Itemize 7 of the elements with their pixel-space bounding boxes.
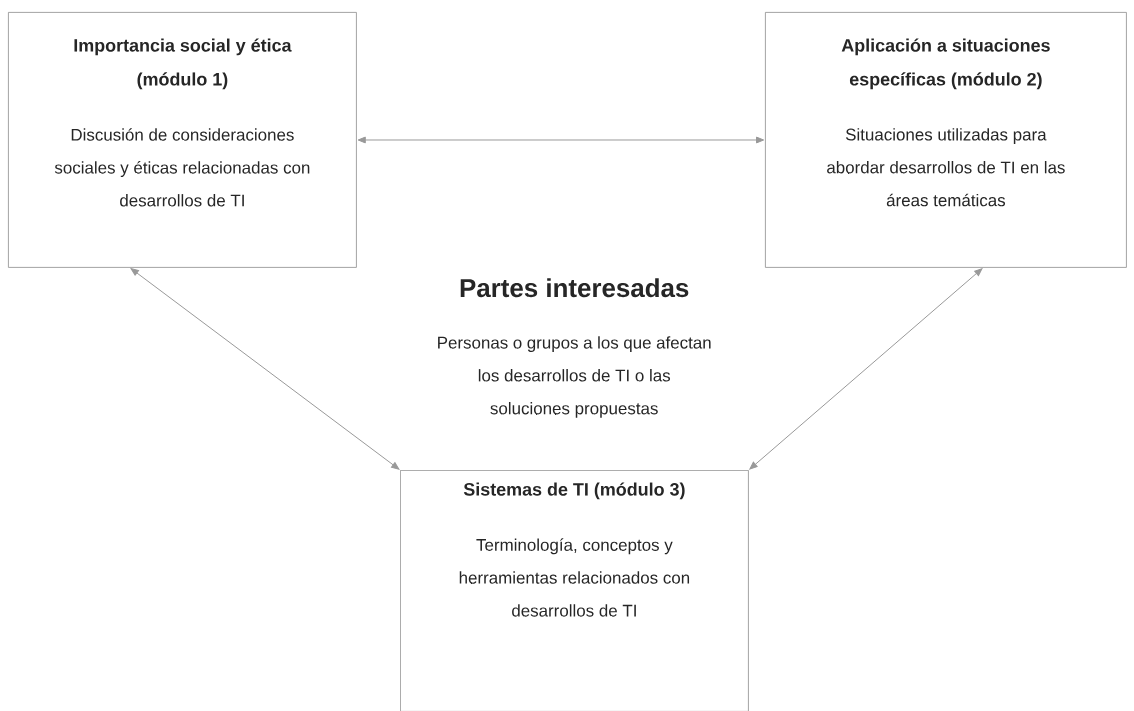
- arrow: [130, 268, 400, 470]
- text-box: Importancia social y ética (módulo 1) Discusión de consideraciones sociales y éticas relacionadas con desarrollos de TI: [8, 12, 357, 268]
- arrow: [357, 136, 765, 144]
- text-box: Sistemas de TI (módulo 3) Terminología, conceptos y herramientas relacionados con desarrollos de TI: [400, 470, 749, 711]
- text-box: Aplicación a situaciones específicas (módulo 2) Situaciones utilizadas para abordar desarrollos de TI en las áreas temáticas: [765, 12, 1127, 268]
- arrow: [749, 268, 983, 470]
- central-text: Partes interesadas Personas o grupos a los que afectan los desarrollos de TI o las soluciones propuestas: [438, 278, 711, 418]
